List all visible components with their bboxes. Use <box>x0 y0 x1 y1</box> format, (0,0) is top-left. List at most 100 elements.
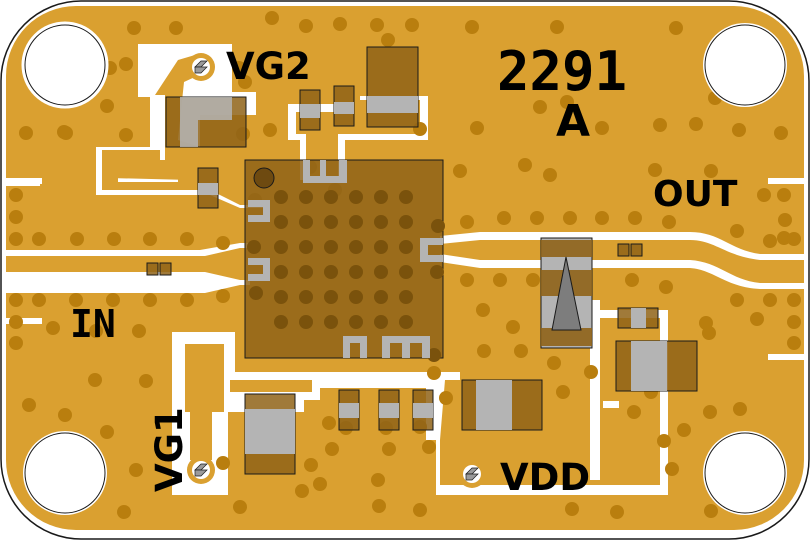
via <box>657 434 671 448</box>
via <box>117 505 131 519</box>
via <box>32 293 46 307</box>
vg1-trace-clearance <box>172 332 440 495</box>
cap-pad <box>476 380 512 430</box>
via <box>662 215 676 229</box>
rf-output-line <box>440 232 804 289</box>
gap <box>603 401 619 408</box>
thermal-via <box>399 315 413 329</box>
via <box>704 164 718 178</box>
via <box>565 502 579 516</box>
via <box>787 315 801 329</box>
via <box>180 293 194 307</box>
via <box>653 118 667 132</box>
via <box>88 373 102 387</box>
via <box>127 21 141 35</box>
inductor-band <box>541 328 592 346</box>
via <box>704 504 718 518</box>
thermal-via <box>374 215 388 229</box>
thermal-via <box>427 348 441 362</box>
via <box>57 125 71 139</box>
cap-pad <box>334 102 354 114</box>
vg2-trace-seg2 <box>102 160 268 205</box>
via <box>689 117 703 131</box>
via <box>778 213 792 227</box>
via <box>439 391 453 405</box>
test-point-vdd[interactable] <box>458 460 486 488</box>
label-revision: A <box>556 96 590 147</box>
thermal-via <box>274 240 288 254</box>
cap-pad <box>245 409 295 454</box>
thermal-via <box>324 315 338 329</box>
thermal-via <box>430 265 444 279</box>
thermal-via <box>349 215 363 229</box>
via <box>669 21 683 35</box>
vdd-pad-neck <box>486 466 500 482</box>
cap-pad <box>339 403 359 418</box>
via <box>413 503 427 517</box>
thermal-via <box>299 265 313 279</box>
via <box>628 211 642 225</box>
thermal-via <box>399 265 413 279</box>
via <box>560 95 574 109</box>
thermal-via <box>299 190 313 204</box>
via <box>625 273 639 287</box>
pkg-pad <box>303 160 347 183</box>
via <box>382 442 396 456</box>
thermal-via <box>399 215 413 229</box>
via <box>595 211 609 225</box>
via <box>216 236 230 250</box>
via <box>732 123 746 137</box>
via <box>763 234 777 248</box>
via <box>233 500 247 514</box>
via <box>777 188 791 202</box>
thermal-via <box>349 240 363 254</box>
via <box>677 423 691 437</box>
via <box>465 20 479 34</box>
via <box>263 123 277 137</box>
thermal-via <box>349 290 363 304</box>
cap-pad <box>631 308 646 328</box>
thermal-via <box>324 215 338 229</box>
via <box>427 366 441 380</box>
test-point-vg1[interactable] <box>187 456 215 484</box>
via <box>232 61 246 75</box>
via <box>648 163 662 177</box>
via <box>100 425 114 439</box>
label-in: IN <box>70 302 116 346</box>
mmic-package <box>244 159 445 362</box>
via <box>265 11 279 25</box>
via <box>610 505 624 519</box>
thermal-via <box>324 265 338 279</box>
via <box>787 336 801 350</box>
via <box>9 315 23 329</box>
vg2-trace <box>110 55 215 180</box>
via <box>299 19 313 33</box>
via <box>9 293 23 307</box>
capacitor-c4 <box>366 46 419 128</box>
via <box>119 57 133 71</box>
via <box>787 293 801 307</box>
via <box>216 456 230 470</box>
via <box>46 321 60 335</box>
via <box>372 499 386 513</box>
via <box>774 126 788 140</box>
via <box>453 164 467 178</box>
pkg-pad <box>420 238 443 262</box>
via <box>9 210 23 224</box>
via <box>333 17 347 31</box>
thermal-via <box>274 190 288 204</box>
pin1-marker <box>253 167 275 189</box>
res-pad <box>198 183 218 195</box>
via <box>139 374 153 388</box>
label-vg1: VG1 <box>148 407 191 492</box>
label-part-number: 2291 <box>497 40 627 103</box>
test-point-vg2[interactable] <box>187 53 215 81</box>
pkg-pad <box>248 200 270 222</box>
pkg-pad <box>248 258 270 281</box>
thermal-via <box>349 190 363 204</box>
thermal-via <box>274 290 288 304</box>
via <box>22 398 36 412</box>
thermal-via <box>374 315 388 329</box>
via <box>106 293 120 307</box>
thermal-via <box>299 240 313 254</box>
